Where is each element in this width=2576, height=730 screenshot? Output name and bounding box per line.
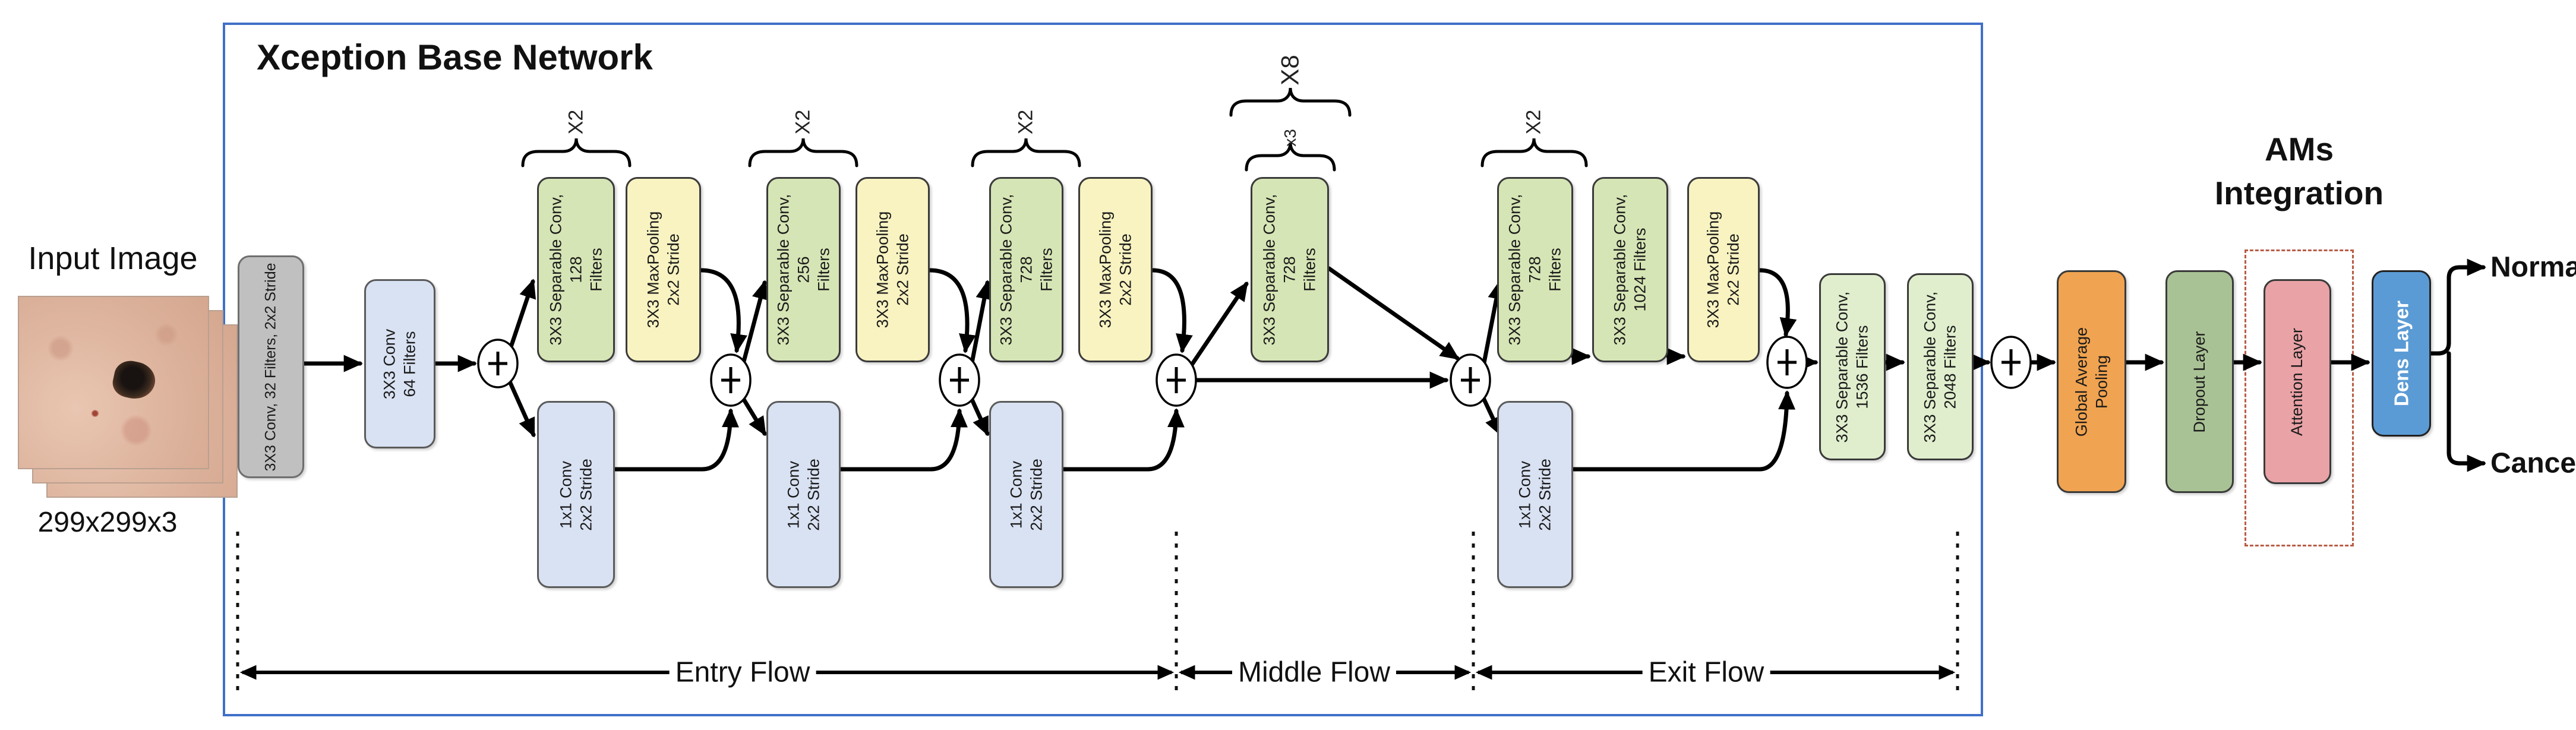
entry-flow-label: Entry Flow [669, 656, 816, 689]
block-maxpool2: 3X3 MaxPooling 2x2 Stride [855, 177, 930, 362]
input-image-label: Input Image [28, 241, 198, 276]
block-sep1536: 3X3 Separable Conv, 1536 Filters [1819, 273, 1886, 460]
block-sep728-entry: 3X3 Separable Conv, 728 Filters [989, 177, 1063, 362]
flow-separators [236, 532, 1959, 690]
block-dense: Dens Layer [2372, 270, 2431, 437]
middle-flow-label: Middle Flow [1232, 656, 1397, 689]
block-sep256: 3X3 Separable Conv, 256 Filters [766, 177, 841, 362]
ams-title: AMs Integration [2214, 131, 2384, 212]
repeat-braces [521, 87, 1588, 172]
block-residual-conv3: 1x1 Conv 2x2 Stride [989, 401, 1063, 588]
repeat-x2-group1: X2 [564, 109, 588, 134]
input-dimensions: 299x299x3 [37, 507, 178, 538]
block-dropout: Dropout Layer [2165, 270, 2234, 493]
add-nodes [477, 336, 2032, 407]
block-global-average-pooling: Global Average Pooling [2057, 270, 2126, 493]
block-sep728-middle: 3X3 Separable Conv, 728 Filters [1251, 177, 1329, 362]
exit-flow-label: Exit Flow [1642, 656, 1770, 689]
repeat-x3-middle: x3 [1280, 129, 1299, 147]
block-residual-conv1: 1x1 Conv 2x2 Stride [537, 401, 615, 588]
block-residual-conv4: 1x1 Conv 2x2 Stride [1497, 401, 1573, 588]
output-normal: Normal [2490, 251, 2576, 283]
output-cancer: Cancer [2490, 447, 2576, 479]
repeat-x2-group2: X2 [791, 109, 815, 134]
ams-dashed-box [2244, 249, 2354, 546]
block-residual-conv2: 1x1 Conv 2x2 Stride [766, 401, 841, 588]
block-attention: Attention Layer [2264, 279, 2331, 484]
repeat-x2-exit: X2 [1522, 109, 1545, 134]
block-maxpool1: 3X3 MaxPooling 2x2 Stride [626, 177, 701, 362]
diagram-title: Xception Base Network [257, 37, 653, 77]
block-maxpool3: 3X3 MaxPooling 2x2 Stride [1078, 177, 1153, 362]
block-sep728-exit: 3X3 Separable Conv, 728 Filters [1497, 177, 1573, 362]
block-sep1024: 3X3 Separable Conv, 1024 Filters [1592, 177, 1668, 362]
repeat-x8-middle: X8 [1276, 55, 1304, 86]
block-maxpool4: 3X3 MaxPooling 2x2 Stride [1687, 177, 1760, 362]
block-sep2048: 3X3 Separable Conv, 2048 Filters [1907, 273, 1974, 460]
block-conv32: 3X3 Conv, 32 Filters, 2x2 Stride [238, 255, 304, 478]
block-conv64: 3X3 Conv 64 Filters [364, 279, 435, 448]
arrows [209, 258, 2486, 472]
repeat-x2-group3: X2 [1014, 109, 1037, 134]
block-sep128: 3X3 Separable Conv, 128 Filters [537, 177, 615, 362]
input-image [18, 296, 209, 469]
